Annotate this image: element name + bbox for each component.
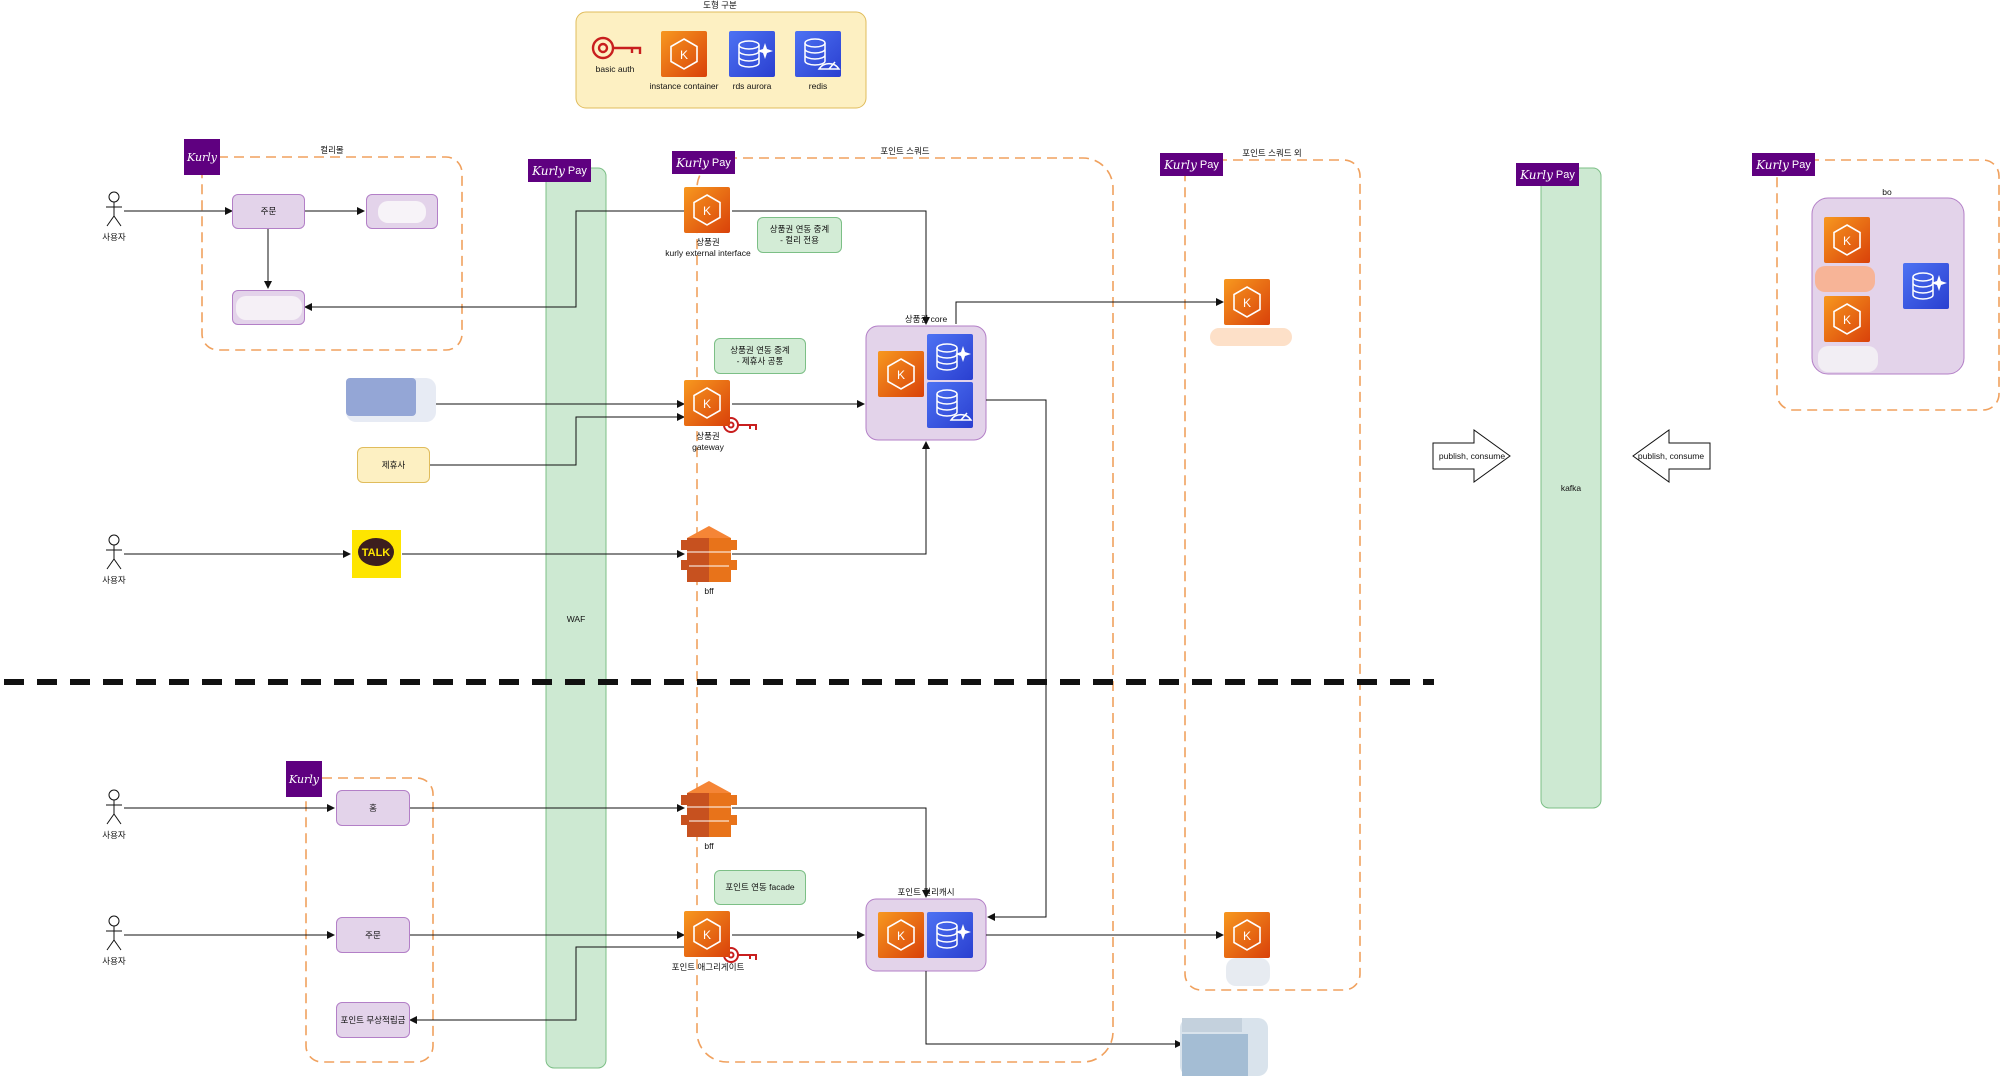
bo-blurred-label-2	[1818, 346, 1878, 372]
user-actor-4	[106, 915, 122, 951]
user-actor-2	[106, 534, 122, 570]
kakaotalk-label: TALK	[362, 547, 391, 559]
svg-text:K: K	[1243, 929, 1251, 943]
legend-box	[575, 11, 867, 109]
edge-partner-gateway	[430, 413, 685, 466]
legend-ecs-container-icon: K	[661, 31, 707, 77]
bff-top-icon	[681, 526, 737, 582]
kurlymall-group-label: 컬리몰	[320, 145, 344, 155]
svg-text:K: K	[897, 368, 905, 382]
kurlycash-rds-aurora-icon	[927, 912, 973, 958]
order-node[interactable]: 주문	[232, 194, 305, 229]
note-voucher-partner-common: 상품권 연동 중계 - 제휴사 공통	[714, 338, 806, 374]
partner-node[interactable]: 제휴사	[357, 447, 430, 483]
bo-blurred-label-1	[1815, 266, 1875, 292]
blurred-node-bottom[interactable]	[232, 290, 305, 325]
edge-aggregate-freepoint	[409, 946, 684, 1024]
kurlymall-group	[201, 156, 463, 351]
bo-label: bo	[1882, 187, 1892, 197]
edge-bff-kurlycash	[732, 807, 930, 898]
user-label-2: 사용자	[102, 575, 126, 585]
blurred-node-right[interactable]	[366, 194, 438, 229]
svg-text:K: K	[1843, 234, 1851, 248]
edge-kurlycash-bottom	[925, 971, 1183, 1048]
legend-title: 도형 구분	[703, 0, 737, 10]
point-squad-group	[696, 157, 1114, 1063]
legend-redis-icon	[795, 31, 841, 77]
kurly-logo-mall-bottom: Kurly	[286, 761, 322, 797]
point-aggregate-label: 포인트 애그리게이트	[672, 962, 745, 972]
svg-text:K: K	[703, 928, 711, 942]
bo-group	[1776, 159, 2000, 411]
note-point-facade: 포인트 연동 facade	[714, 870, 806, 905]
gateway-label-1: 상품권	[696, 431, 719, 441]
svg-text:K: K	[897, 929, 905, 943]
kurly-logo-mall: Kurly	[184, 139, 220, 175]
edge-core-outside	[955, 298, 1224, 324]
svg-text:K: K	[680, 48, 688, 62]
gateway-ecs-icon: K	[684, 380, 730, 426]
core-ecs-icon: K	[878, 351, 924, 397]
outside-ecs-top-blurred-label	[1210, 328, 1292, 346]
edge-core-kurlycash	[986, 399, 1047, 921]
user-label-4: 사용자	[102, 956, 126, 966]
kafka-label: kafka	[1561, 483, 1582, 493]
core-rds-aurora-icon	[927, 334, 973, 380]
svg-text:K: K	[703, 397, 711, 411]
legend-redis-label: redis	[809, 81, 827, 91]
svg-text:K: K	[1243, 296, 1251, 310]
home-node[interactable]: 홈	[336, 790, 410, 826]
user-label-3: 사용자	[102, 830, 126, 840]
edge-external-to-mall	[304, 210, 684, 311]
outside-ecs-icon-top: K	[1224, 279, 1270, 325]
bff-top-label: bff	[704, 586, 714, 596]
bff-bottom-icon	[681, 781, 737, 837]
legend-rds-aurora-label: rds aurora	[733, 81, 772, 91]
gateway-label-2: gateway	[692, 442, 724, 452]
publish-consume-left-label: publish, consume	[1439, 451, 1505, 461]
point-squad-label: 포인트 스쿼드	[880, 146, 929, 156]
order2-node[interactable]: 주문	[336, 917, 410, 953]
outside-ecs-icon-bottom: K	[1224, 912, 1270, 958]
core-redis-icon	[927, 382, 973, 428]
legend-instance-container-label: instance container	[650, 81, 719, 91]
bo-rds-aurora-icon	[1903, 263, 1949, 309]
svg-text:K: K	[703, 204, 711, 218]
bo-ecs-icon-1: K	[1824, 217, 1870, 263]
bo-ecs-icon-2: K	[1824, 296, 1870, 342]
publish-consume-arrow-left	[1632, 429, 1711, 483]
outside-point-squad-label: 포인트 스쿼드 외	[1242, 148, 1301, 158]
note-voucher-kurly-only: 상품권 연동 중계 - 컬리 전용	[757, 217, 842, 253]
kurlycash-ecs-icon: K	[878, 912, 924, 958]
bff-bottom-label: bff	[704, 841, 714, 851]
edge-external-to-core	[732, 210, 930, 325]
waf-label: WAF	[567, 614, 586, 624]
user-actor-1	[106, 191, 122, 227]
user-label-1: 사용자	[102, 232, 126, 242]
external-interface-label-2: kurly external interface	[665, 248, 751, 258]
outside-ecs-bottom-blurred-label	[1226, 958, 1270, 986]
outside-point-squad-group	[1184, 159, 1361, 991]
connectors	[124, 207, 1224, 1048]
svg-text:K: K	[1843, 313, 1851, 327]
kurlymall-bottom-group	[305, 777, 434, 1063]
legend-rds-aurora-icon	[729, 31, 775, 77]
free-point-node[interactable]: 포인트 무상적립금	[336, 1002, 410, 1038]
legend-basic-auth-label: basic auth	[596, 64, 635, 74]
aggregate-ecs-icon: K	[684, 911, 730, 957]
external-interface-ecs-icon: K	[684, 187, 730, 233]
user-actor-3	[106, 789, 122, 825]
external-interface-label-1: 상품권	[696, 237, 719, 247]
publish-consume-right-label: publish, consume	[1638, 451, 1704, 461]
key-icon	[591, 36, 642, 60]
edge-bff-core	[732, 441, 930, 555]
publish-consume-arrow-right	[1432, 429, 1511, 483]
